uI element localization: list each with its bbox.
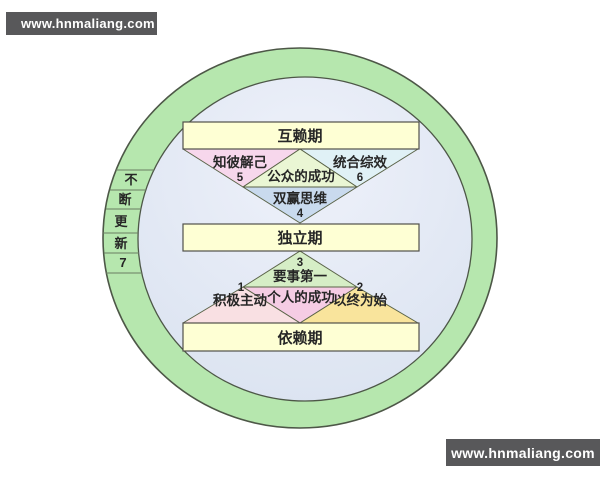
stage-label-independence: 独立期 [277,229,322,247]
habit3-label: 要事第一 [273,268,327,284]
habit6-number: 6 [357,172,363,184]
stage-label-dependence: 依赖期 [277,329,322,347]
habit7-number: 7 [119,255,126,270]
habit7-char-2: 断 [118,192,131,207]
habit7-char-1: 不 [124,172,137,187]
habit6-label: 统合综效 [333,154,387,170]
private-victory-label: 个人的成功 [266,289,335,305]
dependence-stage-bar [182,322,420,352]
habit4-label: 双赢思维 [273,190,327,206]
watermark-url: www.hnmaliang.com [21,16,155,31]
habit3-number: 3 [297,257,303,269]
habit7-vertical-label: 不 断 更 新 7 [114,172,137,270]
habit2-label: 以终为始 [333,292,387,308]
watermark-bar-top-left: www.hnmaliang.com [6,12,157,35]
habit1-number: 1 [238,282,245,294]
watermark-bar-bottom-right: www.hnmaliang.com [446,439,600,466]
habit2-number: 2 [357,282,363,294]
watermark-url: www.hnmaliang.com [451,444,595,461]
independence-stage-bar [182,223,420,252]
public-victory-label: 公众的成功 [267,168,335,184]
habit7-char-3: 更 [114,214,128,229]
stage-label-interdependence: 互赖期 [277,127,322,145]
habit5-label: 知彼解己 [213,154,267,170]
interdependence-stage-bar [182,121,420,150]
habit4-number: 4 [297,208,304,220]
habit4-region [242,186,358,224]
habit5-number: 5 [237,172,244,184]
habit7-char-4: 新 [114,236,127,251]
habit1-label: 积极主动 [213,292,267,308]
